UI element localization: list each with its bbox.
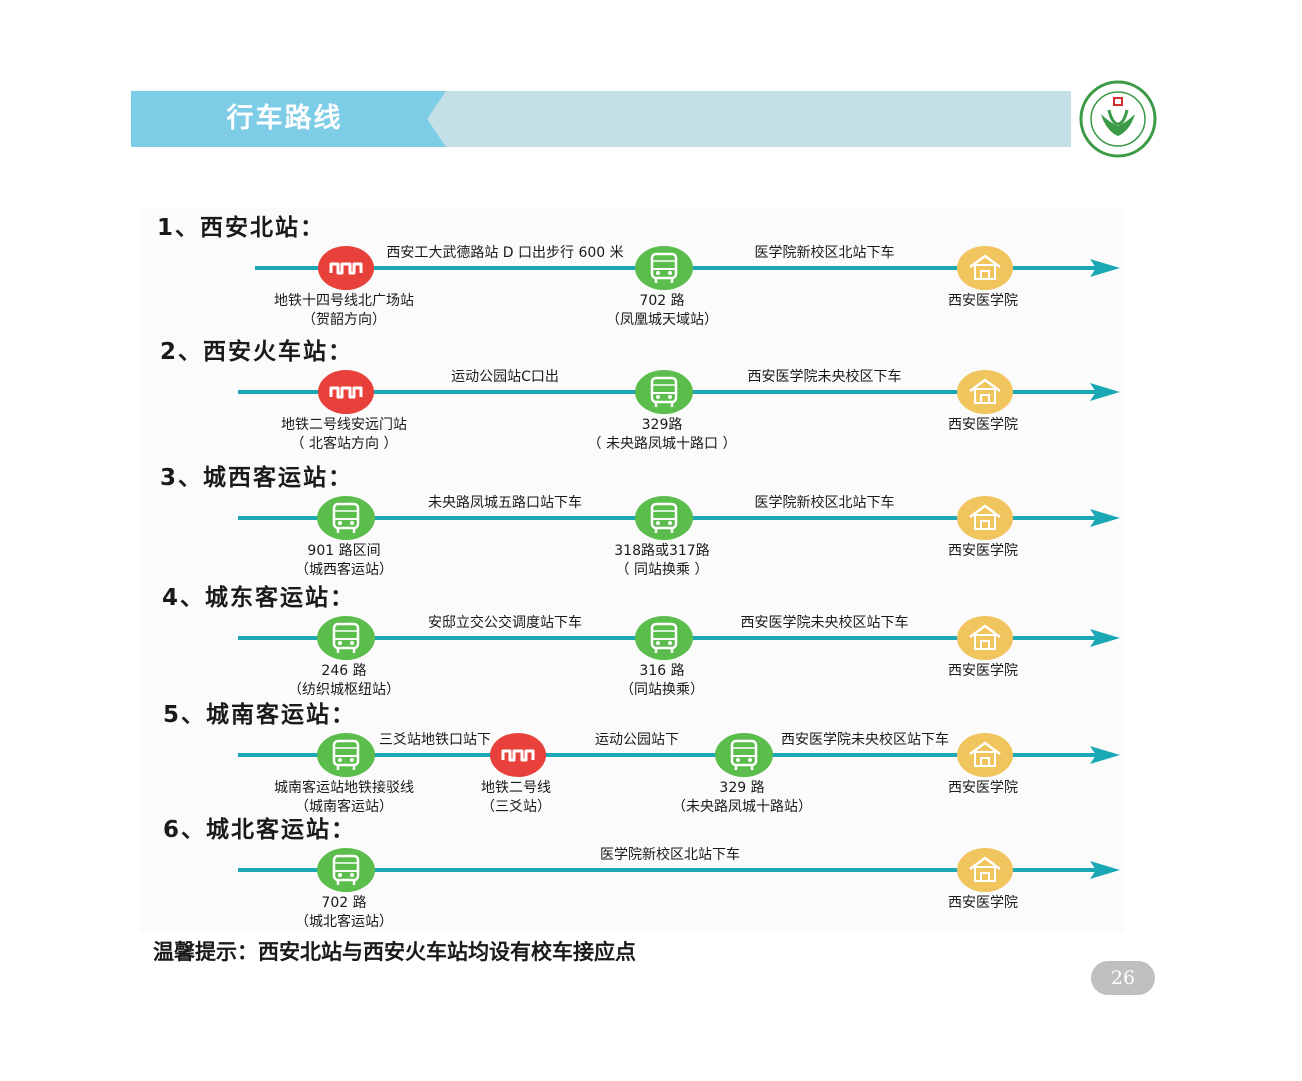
stop-name: 地铁二号线安远门站 (281, 417, 407, 433)
metro-icon (318, 370, 374, 414)
routes-panel: 1、西安北站： 地铁十四号线北广场站 （贺韶方向） 702 路 （凤凰城天域站） 西安医学… (140, 208, 1125, 932)
bus-icon (317, 496, 375, 540)
stop-sub: （贺韶方向） (302, 312, 386, 328)
university-logo (1079, 80, 1157, 158)
route-title: 4、城东客运站： (162, 584, 355, 611)
segment-label: 运动公园站下 (595, 732, 679, 748)
bus-icon (715, 733, 773, 777)
bus-icon (635, 370, 693, 414)
route-6 (238, 861, 1120, 879)
stop-name: 329 路 (719, 780, 764, 796)
segment-label: 运动公园站C口出 (451, 369, 559, 385)
stop-name: 316 路 (639, 663, 684, 679)
school-icon (957, 616, 1013, 660)
stop-sub: （城西客运站） (295, 561, 393, 578)
stop-name: 地铁十四号线北广场站 (274, 293, 414, 309)
segment-label: 未央路凤城五路口站下车 (428, 494, 582, 511)
segment-label: 安邸立交公交调度站下车 (428, 614, 582, 631)
school-icon (957, 496, 1013, 540)
arrow-head (1090, 383, 1120, 401)
segment-label: 三爻站地铁口站下 (379, 732, 491, 748)
bus-icon (317, 848, 375, 892)
bus-icon (317, 616, 375, 660)
stop-sub: （ 未央路凤城十路口 ） (588, 436, 737, 452)
stop-sub: （城北客运站） (295, 913, 393, 930)
bus-icon (635, 246, 693, 290)
route-title: 5、城南客运站： (163, 701, 356, 728)
stop-name: 城南客运站地铁接驳线 (274, 779, 414, 796)
stop-name: 西安医学院 (948, 417, 1018, 433)
route-title: 3、城西客运站： (160, 464, 353, 491)
page-number: 26 (1091, 961, 1155, 995)
metro-icon (490, 733, 546, 777)
stop-name: 329路 (642, 417, 683, 433)
segment-label: 医学院新校区北站下车 (755, 244, 895, 261)
stop-name: 西安医学院 (948, 543, 1018, 559)
route-5 (238, 746, 1120, 764)
stop-name: 西安医学院 (948, 663, 1018, 679)
stop-name: 西安医学院 (948, 780, 1018, 796)
bus-icon (317, 733, 375, 777)
route-title: 6、城北客运站： (163, 816, 356, 843)
header-tab (131, 91, 446, 147)
stop-sub: （ 同站换乘 ） (616, 561, 709, 578)
arrow-head (1090, 746, 1120, 764)
route-title: 2、西安火车站： (160, 338, 353, 365)
school-icon (957, 370, 1013, 414)
school-icon (957, 848, 1013, 892)
stop-sub: （未央路凤城十路站） (672, 799, 812, 815)
arrow-head (1090, 259, 1120, 277)
stop-name: 702 路 (321, 895, 366, 911)
stop-name: 246 路 (321, 663, 366, 679)
bus-icon (635, 616, 693, 660)
metro-icon (318, 246, 374, 290)
stop-sub: （凤凰城天域站） (606, 312, 718, 328)
school-icon (957, 246, 1013, 290)
segment-label: 医学院新校区北站下车 (600, 846, 740, 863)
school-icon (957, 733, 1013, 777)
segment-label: 西安工大武德路站 D 口出步行 600 米 (386, 245, 623, 261)
bus-icon (635, 496, 693, 540)
stop-name: 地铁二号线 (481, 780, 551, 796)
stop-name: 318路或317路 (614, 543, 709, 559)
stop-sub: （三爻站） (481, 799, 551, 815)
arrow-head (1090, 629, 1120, 647)
page-title: 行车路线 (226, 103, 343, 134)
arrow-head (1090, 509, 1120, 527)
stop-sub: （城南客运站） (295, 798, 393, 815)
tip-text: 温馨提示：西安北站与西安火车站均设有校车接应点 (153, 940, 636, 964)
route-diagram: 1、西安北站： 地铁十四号线北广场站 （贺韶方向） 702 路 （凤凰城天域站） 西安医学… (157, 214, 1120, 930)
stop-sub: （同站换乘） (620, 681, 704, 698)
segment-label: 西安医学院未央校区下车 (748, 368, 902, 385)
segment-label: 西安医学院未央校区站下车 (741, 614, 909, 631)
stop-name: 西安医学院 (948, 293, 1018, 309)
segment-label: 医学院新校区北站下车 (755, 494, 895, 511)
stop-name: 901 路区间 (307, 543, 380, 559)
arrow-head (1090, 861, 1120, 879)
segment-label: 西安医学院未央校区站下车 (781, 731, 949, 748)
stop-sub: （纺织城枢纽站） (288, 682, 400, 698)
stop-name: 702 路 (639, 293, 684, 309)
route-title: 1、西安北站： (157, 214, 325, 241)
stop-name: 西安医学院 (948, 895, 1018, 911)
stop-sub: （ 北客站方向 ） (291, 435, 398, 452)
